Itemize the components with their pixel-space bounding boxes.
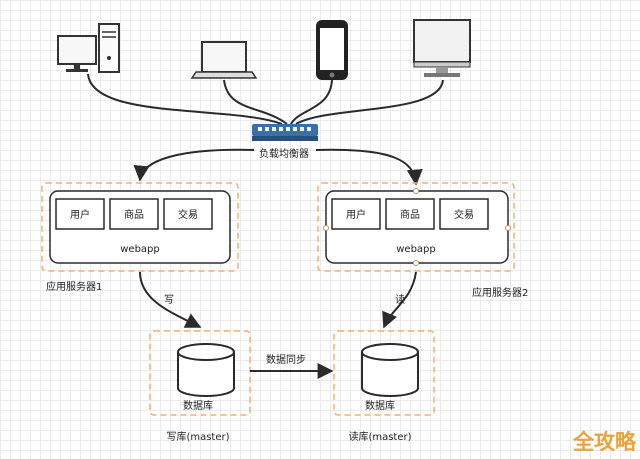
db-read-dashed-border (333, 330, 435, 416)
server2-app-label: webapp (396, 244, 436, 255)
server2-module-trade: 交易 (454, 208, 474, 221)
server1-module-product: 商品 (124, 208, 144, 221)
server2-to-db-read-arrow (382, 271, 417, 329)
desktop-computer-icon (57, 23, 120, 73)
server2-module-box (385, 198, 435, 230)
server1-app-label: webapp (120, 244, 160, 255)
server1-module-box (163, 198, 213, 230)
data-sync-label: 数据同步 (266, 353, 306, 366)
network-switch-icon (252, 124, 318, 141)
load-balancer-label: 负载均衡器 (259, 147, 309, 160)
server1-to-db-write-arrow (139, 271, 202, 328)
db-read-caption: 读库(master) (348, 430, 411, 443)
db-write-label: 数据库 (183, 399, 213, 412)
lb-to-server2-arrow (315, 148, 423, 186)
server1-group: 用户 商品 交易 webapp (41, 182, 239, 272)
read-edge-label: 读 (395, 293, 405, 306)
write-edge-label: 写 (164, 294, 174, 306)
server2-caption: 应用服务器2 (472, 286, 528, 299)
laptop-icon (190, 41, 258, 79)
server2-module-user: 用户 (346, 208, 366, 221)
monitor-icon (413, 19, 471, 77)
server2-group: 用户 商品 交易 webapp (317, 182, 515, 272)
db-read-cylinder-icon (361, 343, 419, 397)
server1-module-trade: 交易 (178, 208, 198, 221)
server2-module-box (331, 198, 381, 230)
server2-dashed-border (317, 182, 515, 272)
server2-connection-points (323, 188, 511, 266)
server2-module-product: 商品 (400, 208, 420, 221)
server1-dashed-border (41, 182, 239, 272)
server1-caption: 应用服务器1 (46, 280, 102, 293)
db-write-dashed-border (149, 330, 251, 416)
monitor-connection (295, 79, 444, 125)
watermark-logo: 全攻略 (572, 430, 637, 454)
lb-to-server1-arrow (133, 148, 255, 182)
server1-module-box (55, 198, 105, 230)
device-connections (87, 73, 444, 125)
server2-module-box (439, 198, 489, 230)
smartphone-icon (316, 20, 348, 80)
db-write-cylinder-icon (177, 343, 235, 397)
server1-module-user: 用户 (70, 208, 90, 221)
server1-module-box (109, 198, 159, 230)
phone-connection (290, 79, 333, 125)
db-read-label: 数据库 (365, 399, 395, 412)
desktop-connection (87, 73, 283, 125)
db-write-caption: 写库(master) (166, 430, 229, 443)
laptop-connection (223, 79, 288, 125)
